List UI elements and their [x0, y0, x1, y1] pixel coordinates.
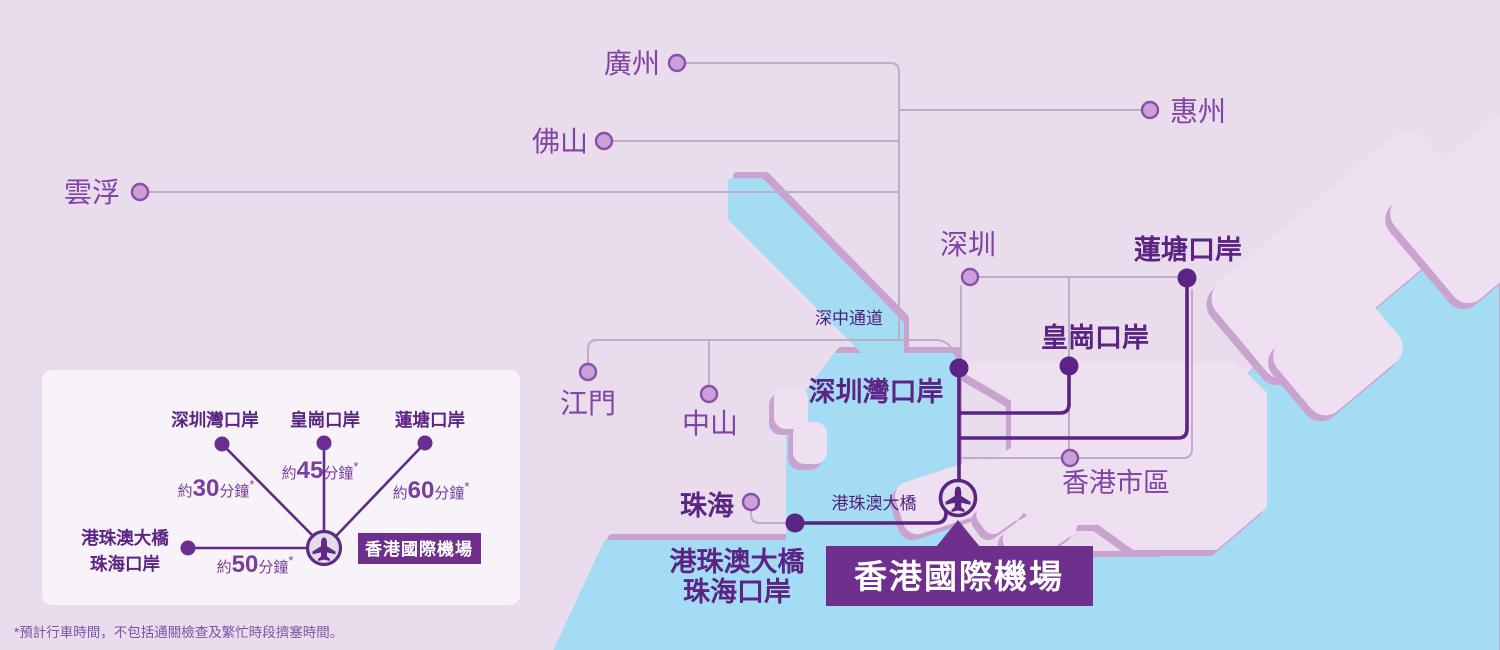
port-label-shenzhen-bay: 深圳灣口岸	[809, 377, 944, 407]
inset-port-hzmb-line2: 珠海口岸	[90, 554, 160, 574]
inset-airport-label: 香港國際機場	[365, 539, 473, 559]
inset-time-50: 約50分鐘*	[217, 551, 294, 578]
inset-port-huanggang: 皇崗口岸	[290, 410, 360, 430]
inset-line-shenzhen-bay	[220, 442, 315, 538]
city-label-yunfu: 雲浮	[64, 177, 120, 208]
city-dot-zhongshan	[699, 384, 719, 404]
corner-land	[1390, 96, 1500, 304]
airport-label: 香港國際機場	[854, 558, 1064, 595]
inset-port-hzmb-line1: 港珠澳大橋	[81, 528, 169, 548]
inset-dot-shenzhen-bay	[214, 436, 230, 452]
city-label-zhuhai: 珠海	[680, 491, 734, 521]
inset-airport-label-box	[358, 533, 481, 564]
inset-dot-hzmb	[180, 540, 196, 556]
port-label-liantang: 蓮塘口岸	[1134, 234, 1242, 265]
city-dot-hk-city	[1060, 448, 1080, 468]
port-dot-huanggang	[1059, 356, 1079, 376]
port-label-hzmb-line2: 珠海口岸	[683, 577, 791, 607]
city-dot-huizhou	[1140, 100, 1160, 120]
port-dot-hzmb-zhuhai	[785, 513, 805, 533]
city-dot-shenzhen	[960, 267, 980, 287]
footnote: *預計行車時間，不包括通關檢查及繁忙時段擠塞時間。	[14, 624, 343, 640]
city-label-huizhou: 惠州	[1170, 96, 1226, 127]
inset-plane-icon	[312, 537, 336, 561]
coast-tab-land	[774, 387, 808, 429]
island-land	[1273, 288, 1403, 416]
inset-time-45: 約45分鐘*	[282, 457, 359, 484]
coast-tab-land	[793, 422, 827, 464]
airport-label-box	[826, 546, 1093, 606]
city-connector-lines	[139, 62, 1193, 524]
city-dot-yunfu	[130, 182, 150, 202]
city-label-hk-city: 香港市區	[1062, 468, 1170, 498]
city-label-shenzhen: 深圳	[940, 229, 996, 260]
inset-dot-liantang	[417, 435, 433, 451]
port-dot-liantang	[1177, 268, 1197, 288]
airport-label-pointer	[936, 520, 980, 547]
bridge-label-hzmb: 港珠澳大橋	[832, 494, 917, 513]
inset-dot-huanggang	[316, 435, 332, 451]
port-label-hzmb-line1: 港珠澳大橋	[670, 547, 806, 577]
city-dot-zhuhai	[741, 492, 761, 512]
travel-time-inset: 深圳灣口岸 皇崗口岸 蓮塘口岸 港珠澳大橋 珠海口岸 約30分鐘* 約45分鐘*…	[42, 370, 520, 605]
city-label-jiangmen: 江門	[560, 388, 616, 419]
pearl-river-water	[728, 178, 904, 355]
small-island-land	[976, 490, 1024, 534]
inset-line-liantang	[334, 441, 427, 538]
city-label-zhongshan: 中山	[682, 408, 738, 439]
city-dot-foshan	[594, 131, 614, 151]
inset-port-shenzhen-bay: 深圳灣口岸	[171, 410, 259, 430]
port-dot-shenzhen-bay	[949, 358, 969, 378]
city-dot-guangzhou	[667, 53, 687, 73]
port-label-huanggang: 皇崗口岸	[1041, 323, 1149, 353]
map-labels: 廣州 惠州 佛山 雲浮 江門 中山 深圳 珠海 香港市區 蓮塘口岸 皇崗口岸 深…	[64, 48, 1242, 607]
bridge-label-shenzhong: 深中通道	[815, 309, 883, 328]
inset-time-60: 約60分鐘*	[393, 477, 470, 504]
route-huanggang	[959, 373, 1071, 415]
map-markers	[130, 53, 1197, 533]
city-label-guangzhou: 廣州	[604, 48, 660, 79]
city-label-foshan: 佛山	[532, 126, 588, 157]
airport-marker: 香港國際機場	[826, 478, 1093, 606]
route-liantang	[959, 285, 1189, 440]
inset-port-liantang: 蓮塘口岸	[395, 410, 465, 430]
airport-route-lines	[798, 285, 1189, 525]
city-dot-jiangmen	[578, 362, 598, 382]
inset-time-30: 約30分鐘*	[178, 475, 255, 502]
plane-icon	[945, 486, 971, 512]
